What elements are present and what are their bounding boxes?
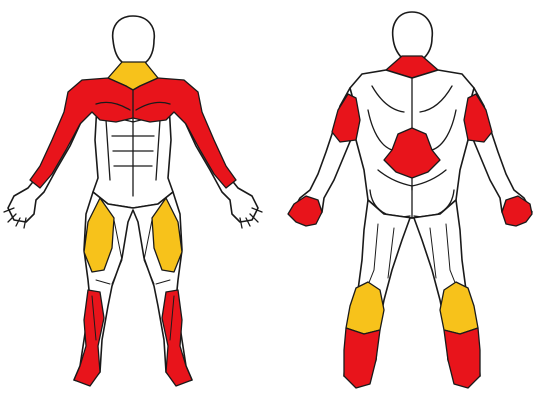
front-left-tibialis [74, 290, 104, 386]
front-right-tibialis [162, 290, 192, 386]
back-left-lower-calves [344, 328, 380, 388]
back-right-lower-calves [444, 328, 480, 388]
back-right-calves [440, 282, 478, 334]
back-left-triceps [332, 94, 360, 142]
back-right-triceps [464, 94, 492, 142]
back-left-calves [346, 282, 384, 334]
front-figure [4, 16, 262, 386]
back-left-hand [288, 196, 322, 226]
front-head [113, 16, 155, 68]
back-figure [288, 12, 532, 388]
back-head [393, 12, 433, 62]
back-right-hand [502, 196, 532, 226]
